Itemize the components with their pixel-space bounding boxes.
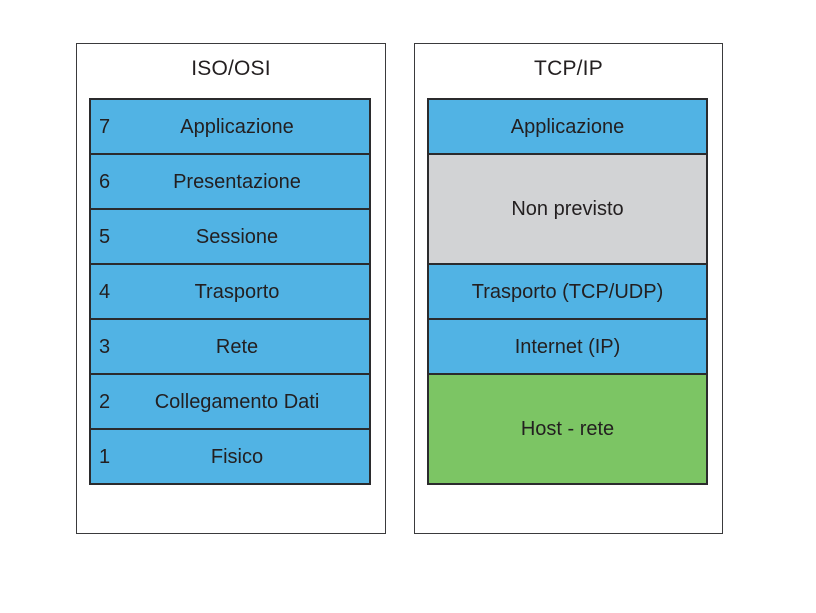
- tcp-ip-layer-label: Applicazione: [510, 115, 625, 138]
- tcp-ip-layer-2: Non previsto: [427, 153, 708, 265]
- iso-osi-layer-label: Trasporto: [194, 280, 280, 303]
- iso-osi-layer-label: Fisico: [210, 445, 264, 468]
- tcp-ip-layer-label: Trasporto (TCP/UDP): [471, 280, 664, 303]
- layer-stack-iso-osi: 7 Applicazione 6 Presentazione 5 Sessione 4 Tra…: [89, 98, 371, 485]
- iso-osi-layer-number: 1: [99, 445, 111, 468]
- tcp-ip-layer-4: Internet (IP): [427, 318, 708, 375]
- tcp-ip-layer-3: Trasporto (TCP/UDP): [427, 263, 708, 320]
- tcp-ip-layer-label: Internet (IP): [514, 335, 621, 358]
- iso-osi-layer-label: Sessione: [195, 225, 279, 248]
- panel-title-iso-osi: ISO/OSI: [191, 57, 271, 80]
- iso-osi-layer-label: Collegamento Dati: [154, 390, 320, 413]
- iso-osi-layer-label: Presentazione: [173, 170, 301, 193]
- iso-osi-layer-2: 6 Presentazione: [89, 153, 371, 210]
- tcp-ip-layer-label: Non previsto: [511, 198, 624, 220]
- iso-osi-layer-7: 1 Fisico: [89, 428, 371, 485]
- iso-osi-layer-5: 3 Rete: [89, 318, 371, 375]
- iso-osi-layer-3: 5 Sessione: [89, 208, 371, 265]
- iso-osi-layer-label: Applicazione: [180, 115, 294, 138]
- tcp-ip-layer-label: Host - rete: [520, 418, 615, 440]
- iso-osi-layer-number: 5: [99, 225, 111, 248]
- iso-osi-layer-number: 4: [99, 280, 111, 303]
- iso-osi-layer-1: 7 Applicazione: [89, 98, 371, 155]
- iso-osi-layer-label: Rete: [215, 335, 259, 358]
- iso-osi-layer-6: 2 Collegamento Dati: [89, 373, 371, 430]
- iso-osi-layer-number: 2: [99, 390, 111, 413]
- iso-osi-layer-number: 6: [99, 170, 111, 193]
- iso-osi-layer-4: 4 Trasporto: [89, 263, 371, 320]
- iso-osi-layer-number: 7: [99, 115, 111, 138]
- tcp-ip-layer-1: Applicazione: [427, 98, 708, 155]
- tcp-ip-layer-5: Host - rete: [427, 373, 708, 485]
- iso-osi-layer-number: 3: [99, 335, 111, 358]
- panel-title-tcp-ip: TCP/IP: [534, 57, 603, 80]
